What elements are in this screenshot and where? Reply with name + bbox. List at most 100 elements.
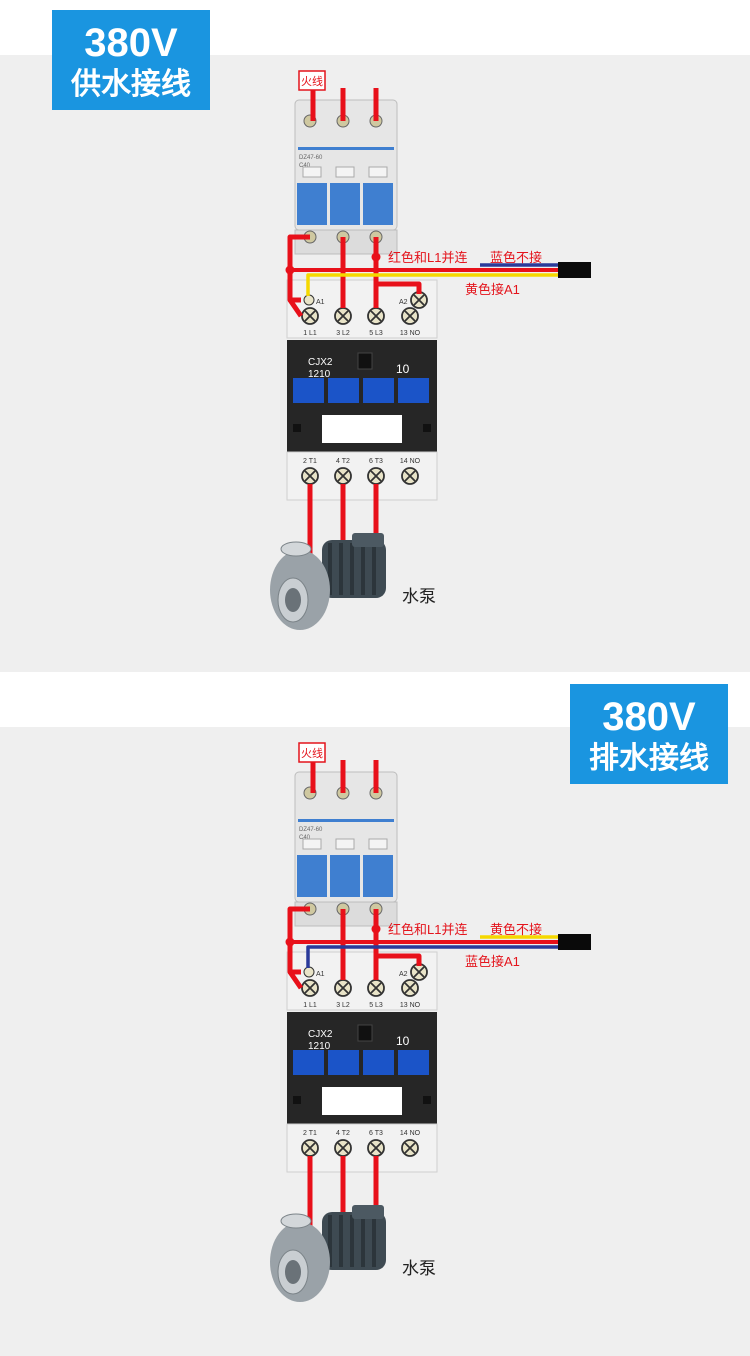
coil-a2-label: A2 bbox=[399, 299, 408, 306]
badge-title: 排水接线 bbox=[589, 742, 709, 775]
l3-junction-dot bbox=[371, 924, 381, 934]
pump-motor-fin bbox=[361, 543, 365, 595]
breaker-pole-window bbox=[368, 166, 388, 178]
contactor-bottom-terminal-label: 2 T1 bbox=[303, 458, 317, 465]
note-a1: 蓝色接A1 bbox=[465, 954, 520, 969]
contactor-top-terminal-label: 3 L2 bbox=[336, 330, 350, 337]
contactor-blue-window bbox=[363, 378, 394, 403]
breaker-stripe bbox=[298, 819, 394, 822]
contactor-indicator-window bbox=[357, 352, 373, 370]
contactor-bottom-terminal-screw-slot-b bbox=[370, 470, 382, 482]
contactor-top-terminal-screw-slot-b bbox=[304, 310, 316, 322]
contactor-top-terminal-label: 1 L1 bbox=[303, 1002, 317, 1009]
control-a1-wire bbox=[306, 945, 562, 968]
contactor-blue-window bbox=[293, 378, 324, 403]
pump-motor-fin bbox=[361, 1215, 365, 1267]
coil-a1-screw bbox=[303, 294, 315, 306]
contactor-bottom-terminal-screw-slot-b bbox=[404, 470, 416, 482]
pump-motor-fin bbox=[350, 1215, 354, 1267]
coil-a2-screw-slot-b bbox=[413, 294, 425, 306]
contactor-bottom-terminal-label: 14 NO bbox=[400, 1130, 421, 1137]
contactor-top-terminal-screw-slot-b bbox=[370, 982, 382, 994]
pump-inlet-hole bbox=[285, 1260, 301, 1284]
contactor-blue-window bbox=[328, 1050, 359, 1075]
contactor-bottom-terminal-screw-slot-b bbox=[404, 1142, 416, 1154]
contactor-bottom-terminal-label: 4 T2 bbox=[336, 458, 350, 465]
contactor-indicator-window bbox=[357, 1024, 373, 1042]
breaker-pole-window bbox=[335, 166, 355, 178]
contactor-blue-window bbox=[398, 378, 429, 403]
contactor-blue-window bbox=[363, 1050, 394, 1075]
pump-motor-fin bbox=[339, 543, 343, 595]
contactor-top-terminal-label: 1 L1 bbox=[303, 330, 317, 337]
live-label-box bbox=[298, 70, 326, 91]
contactor-model: CJX2 bbox=[308, 1029, 333, 1040]
contactor-bottom-terminal-screw-slot-b bbox=[304, 470, 316, 482]
pump-label: 水泵 bbox=[402, 1259, 436, 1278]
l1-junction-dot bbox=[285, 265, 295, 275]
control-cable-end bbox=[558, 934, 591, 950]
note-not-connected: 蓝色不接 bbox=[490, 250, 542, 265]
pump-motor-fin bbox=[372, 543, 376, 595]
contactor-top-terminal-screw-slot-b bbox=[337, 310, 349, 322]
contactor-top-terminal-screw-slot-b bbox=[404, 982, 416, 994]
contactor-nameplate bbox=[322, 1087, 402, 1115]
live-label: 火线 bbox=[301, 746, 323, 760]
contactor-top-terminal-label: 13 NO bbox=[400, 1002, 421, 1009]
contactor-bottom-terminal-label: 6 T3 bbox=[369, 458, 383, 465]
breaker-pole-window bbox=[302, 166, 322, 178]
contactor-top-terminal-screw-slot-b bbox=[370, 310, 382, 322]
contactor-mount-hole bbox=[423, 424, 431, 432]
breaker-pole-window bbox=[302, 838, 322, 850]
contactor-bottom-terminal-screw-slot-b bbox=[337, 470, 349, 482]
breaker-pole-handle bbox=[330, 855, 360, 897]
l1-to-terminal bbox=[287, 298, 304, 318]
pump-inlet-hole bbox=[285, 588, 301, 612]
pump-outlet-flange bbox=[280, 1213, 312, 1229]
contactor-aux-label: 10 bbox=[396, 1034, 410, 1048]
breaker-pole-handle bbox=[330, 183, 360, 225]
contactor-bottom-terminal-label: 4 T2 bbox=[336, 1130, 350, 1137]
pump-terminal-box bbox=[352, 1205, 384, 1219]
contactor-mount-hole bbox=[293, 1096, 301, 1104]
drain-title-badge: 380V 排水接线 bbox=[570, 684, 728, 784]
supply-title-badge: 380V 供水接线 bbox=[52, 10, 210, 110]
contactor-bottom-terminal-label: 6 T3 bbox=[369, 1130, 383, 1137]
note-a1: 黄色接A1 bbox=[465, 282, 520, 297]
contactor-mount-hole bbox=[423, 1096, 431, 1104]
pump-motor-fin bbox=[339, 1215, 343, 1267]
coil-a1-screw bbox=[303, 966, 315, 978]
breaker-stripe bbox=[298, 147, 394, 150]
breaker-pole-handle bbox=[363, 855, 393, 897]
live-label-box bbox=[298, 742, 326, 763]
l1-junction-dot bbox=[285, 937, 295, 947]
control-a1-wire bbox=[306, 273, 562, 296]
breaker-pole-window bbox=[368, 838, 388, 850]
breaker-pole-handle bbox=[297, 855, 327, 897]
coil-a1-label: A1 bbox=[316, 971, 325, 978]
contactor-blue-window bbox=[398, 1050, 429, 1075]
note-parallel: 红色和L1并连 bbox=[388, 922, 467, 937]
breaker-rating: C40 bbox=[299, 835, 311, 841]
coil-a1-label: A1 bbox=[316, 299, 325, 306]
contactor-bottom-terminal-screw-slot-b bbox=[370, 1142, 382, 1154]
breaker-rating: C40 bbox=[299, 163, 311, 169]
contactor-aux-label: 10 bbox=[396, 362, 410, 376]
badge-voltage: 380V bbox=[84, 21, 178, 65]
pump-outlet-flange bbox=[280, 541, 312, 557]
contactor-top-terminal-label: 3 L2 bbox=[336, 1002, 350, 1009]
contactor-bottom-terminal-screw-slot-b bbox=[304, 1142, 316, 1154]
contactor-bottom-terminal-label: 14 NO bbox=[400, 458, 421, 465]
breaker-model: DZ47-60 bbox=[299, 155, 323, 161]
coil-a2-label: A2 bbox=[399, 971, 408, 978]
pump-label: 水泵 bbox=[402, 587, 436, 606]
contactor-mount-hole bbox=[293, 424, 301, 432]
contactor-bottom-terminal-label: 2 T1 bbox=[303, 1130, 317, 1137]
pump-motor-fin bbox=[328, 1215, 332, 1267]
contactor-model: CJX2 bbox=[308, 357, 333, 368]
contactor-top-terminal-screw-slot-b bbox=[304, 982, 316, 994]
contactor-top-terminal-label: 5 L3 bbox=[369, 330, 383, 337]
contactor-top-terminal-label: 13 NO bbox=[400, 330, 421, 337]
contactor-blue-window bbox=[293, 1050, 324, 1075]
